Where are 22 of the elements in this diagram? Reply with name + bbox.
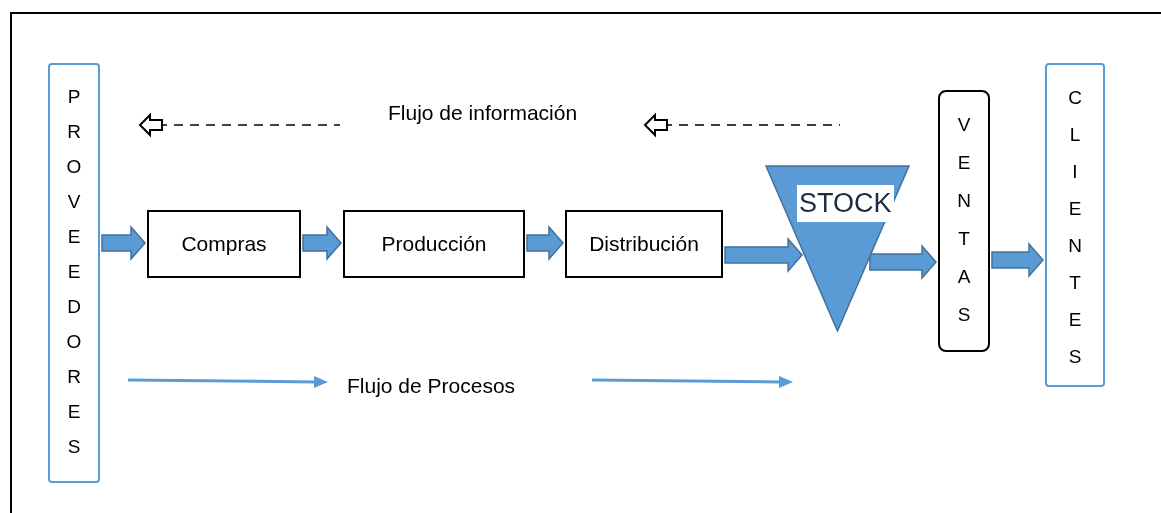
process-label: Distribución	[589, 231, 699, 258]
process-label: Compras	[181, 231, 267, 258]
process-box	[147, 210, 301, 278]
block-arrow	[302, 225, 342, 261]
block-arrow	[869, 244, 937, 280]
flow-label: Flujo de información	[388, 100, 578, 126]
block-arrow	[526, 225, 564, 261]
vertical-label: PROVEEDORES	[66, 85, 82, 459]
block-arrow	[101, 225, 146, 261]
process-label: Producción	[381, 231, 487, 258]
vertical-box	[938, 90, 990, 352]
vertical-label: CLIENTES	[1067, 86, 1083, 369]
block-arrow	[991, 242, 1044, 278]
stock-triangle	[765, 165, 910, 332]
process-box	[565, 210, 723, 278]
block-arrow	[724, 237, 804, 273]
vertical-label: VENTAS	[956, 113, 972, 327]
flow-label: Flujo de Procesos	[347, 373, 516, 399]
vertical-box	[1045, 63, 1105, 387]
vertical-box	[48, 63, 100, 483]
process-box	[343, 210, 525, 278]
stock-label: STOCK	[797, 185, 894, 222]
